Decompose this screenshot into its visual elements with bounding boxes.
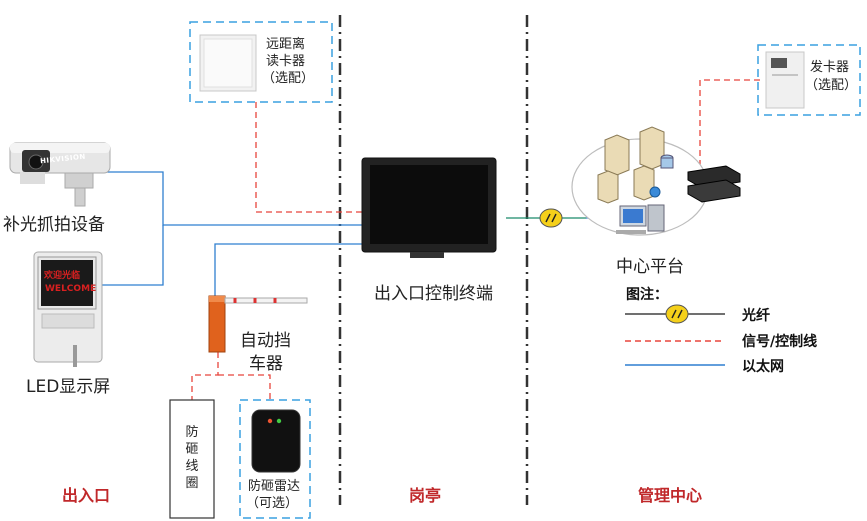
radar-label-line2: （可选） bbox=[246, 496, 299, 511]
card-issuer-box bbox=[757, 44, 861, 116]
reader-label-line1: 远距离 bbox=[266, 37, 306, 52]
radar-icon bbox=[251, 409, 301, 473]
terminal-label: 出入口控制终端 bbox=[374, 284, 493, 304]
led-text-line1: 欢迎光临 bbox=[44, 271, 81, 281]
zone-entrance-label: 出入口 bbox=[62, 486, 111, 505]
zone-booth-label: 岗亭 bbox=[409, 486, 442, 505]
loop-box bbox=[169, 399, 215, 519]
card-issuer-icon bbox=[765, 51, 805, 109]
platform-label: 中心平台 bbox=[616, 257, 684, 277]
led-display-icon bbox=[33, 251, 103, 367]
legend-signal-label: 信号/控制线 bbox=[742, 334, 818, 350]
issuer-label-line1: 发卡器 bbox=[810, 60, 850, 75]
fiber-connector-icon bbox=[539, 208, 563, 228]
loop-char-3: 线 bbox=[185, 459, 199, 474]
capture-camera-icon bbox=[9, 142, 111, 207]
server-icon bbox=[597, 126, 674, 204]
ethernet-lines bbox=[95, 171, 600, 296]
workstation-icon bbox=[616, 204, 665, 234]
radar-box bbox=[239, 399, 311, 519]
zone-center-label: 管理中心 bbox=[638, 486, 703, 505]
legend-fiber-icon bbox=[625, 304, 725, 324]
barrier-label-line1: 自动挡 bbox=[240, 331, 291, 351]
card-reader-icon bbox=[199, 34, 257, 92]
barrier-gate-icon bbox=[208, 295, 308, 353]
reader-box bbox=[189, 21, 333, 103]
legend-ethernet-label: 以太网 bbox=[742, 359, 784, 375]
capture-device-label: 补光抓拍设备 bbox=[3, 215, 105, 235]
loop-char-1: 防 bbox=[185, 425, 199, 440]
reader-label-line3: （选配） bbox=[262, 71, 315, 86]
led-screen-label: LED显示屏 bbox=[26, 377, 111, 397]
radar-label-line1: 防砸雷达 bbox=[248, 479, 301, 494]
signal-lines bbox=[191, 79, 760, 400]
legend-title: 图注： bbox=[626, 287, 668, 303]
reader-label-line2: 读卡器 bbox=[266, 54, 306, 69]
loop-label: 防 砸 线 圈 bbox=[170, 424, 214, 492]
barrier-label-line2: 车器 bbox=[249, 354, 283, 374]
issuer-label-line2: （选配） bbox=[805, 78, 858, 93]
loop-char-2: 砸 bbox=[185, 442, 199, 457]
nvr-icon bbox=[687, 165, 741, 203]
led-text-line2: WELCOME bbox=[45, 284, 97, 294]
loop-char-4: 圈 bbox=[185, 476, 199, 491]
legend-fiber-label: 光纤 bbox=[742, 308, 770, 324]
monitor-icon bbox=[361, 157, 497, 258]
